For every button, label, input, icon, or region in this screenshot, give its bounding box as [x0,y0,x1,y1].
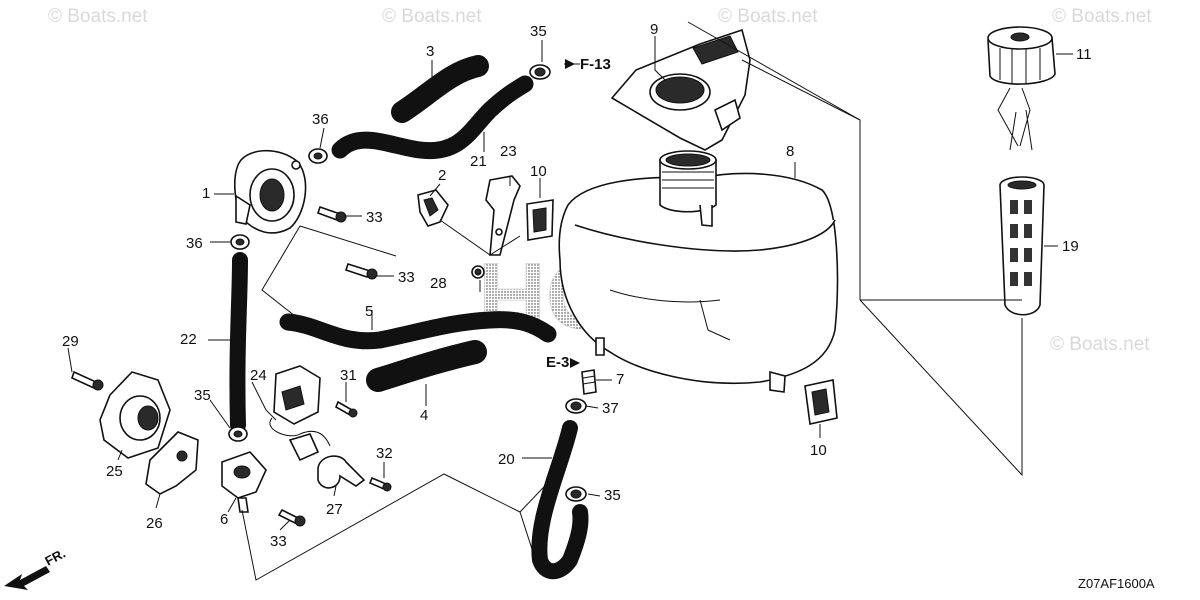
callout-36-upper: 36 [312,111,329,128]
hose-clip [417,189,449,227]
outlet-joint [581,369,597,395]
grommet-lower [804,379,838,425]
hose-5 [279,311,557,350]
callout-33-upper: 33 [366,209,383,226]
callout-9: 9 [650,21,658,38]
section-ref-f13[interactable]: F-13 [565,56,611,73]
bolt-33-lower [277,508,306,527]
screw-32 [368,476,392,492]
front-arrow-icon [4,566,50,590]
bolt-33-middle [344,262,378,280]
reference-f13[interactable]: F-13 [580,56,611,73]
callout-29: 29 [62,333,79,350]
fuel-strainer [999,176,1045,316]
fuel-tank [558,150,839,393]
bolt-28 [471,265,485,279]
arrow-right-icon [565,59,575,69]
filter-bracket [233,149,307,234]
callout-35-bottom: 35 [604,487,621,504]
watermark-far-right: © Boats.net [1052,6,1152,27]
callout-22: 22 [180,331,197,348]
screw-31 [334,400,358,418]
hose-band [317,455,366,489]
callout-31: 31 [340,367,357,384]
callout-19: 19 [1062,238,1079,255]
callout-6: 6 [220,511,228,528]
hose-3 [391,55,489,123]
fuel-switch [269,365,331,462]
hose-22 [229,252,248,433]
callout-4: 4 [420,407,428,424]
tank-cover [610,28,751,151]
clip-35-bottom [565,486,587,502]
clip-35-top [529,64,551,80]
callouts: 3 35 9 11 36 21 23 8 1 2 10 33 36 19 33 … [62,21,1092,550]
watermark-top-center: © Boats.net [382,6,482,27]
bolt-29 [71,370,104,391]
callout-10-upper: 10 [530,163,547,180]
callout-35-left: 35 [194,387,211,404]
callout-33-lower: 33 [270,533,287,550]
clip-36-upper [308,148,328,164]
callout-1: 1 [202,185,210,202]
callout-33-middle: 33 [398,269,415,286]
hose-21 [331,75,534,160]
bolt-33-upper [316,205,347,223]
callout-24: 24 [250,367,267,384]
reference-e3[interactable]: E-3 [546,354,569,371]
callout-3: 3 [426,43,434,60]
arrow-right-icon [570,358,580,368]
cock-lever [145,431,199,495]
callout-5: 5 [365,303,373,320]
clip-36-lower [230,234,250,250]
callout-11: 11 [1076,46,1092,63]
callout-26: 26 [146,515,163,532]
hose-4 [366,340,487,392]
diagram-code: Z07AF1600A [1078,576,1155,591]
front-marker: FR. [4,546,68,590]
watermark-top-right: © Boats.net [718,6,818,27]
callout-35-top: 35 [530,23,547,40]
clip-35-left [228,426,248,442]
callout-36-lower: 36 [186,235,203,252]
callout-8: 8 [786,143,794,160]
section-ref-e3[interactable]: E-3 [546,354,580,371]
callout-27: 27 [326,501,343,518]
front-label: FR. [42,546,68,569]
clip-37 [565,398,587,414]
lever-cover [99,371,171,459]
watermark-top-left: © Boats.net [48,6,148,27]
tank-stay [485,175,521,256]
callout-21: 21 [470,153,487,170]
hose-20 [531,420,589,580]
leader-lines [67,21,1073,581]
callout-2: 2 [438,167,446,184]
callout-23: 23 [500,143,517,160]
fuel-cock [221,451,267,513]
watermark-right-mid: © Boats.net [1050,334,1150,355]
callout-20: 20 [498,451,515,468]
callout-10-lower: 10 [810,442,827,459]
grommet-upper [526,199,554,241]
fuel-cap [987,26,1056,151]
callout-28: 28 [430,275,447,292]
callout-25: 25 [106,463,123,480]
callout-37: 37 [602,400,619,417]
callout-32: 32 [376,445,393,462]
callout-7: 7 [616,371,624,388]
